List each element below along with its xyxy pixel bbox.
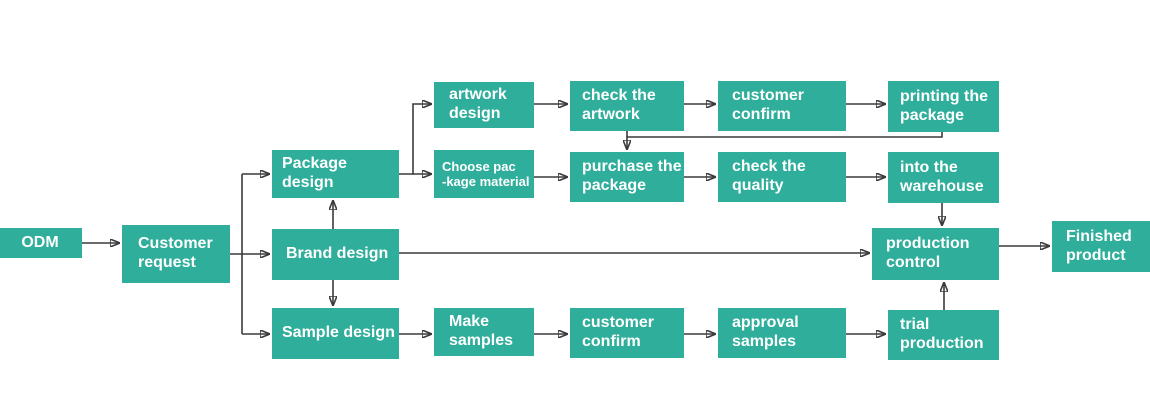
node-customer-confirm-sample: customer confirm [570,308,684,358]
node-choose-package-material: Choose pac -kage material [434,150,534,198]
node-check-the-artwork: check the artwork [570,81,684,131]
node-check-the-quality: check the quality [718,152,846,202]
node-artwork-design: artwork design [434,82,534,128]
node-make-samples: Make samples [434,308,534,356]
node-purchase-the-package: purchase the package [570,152,684,202]
node-production-control: production control [872,228,999,280]
node-brand-design: Brand design [272,229,399,280]
edge-customer-request-branch-trunk [230,174,243,334]
node-printing-the-package: printing the package [888,81,999,132]
node-finished-product: Finished product [1052,221,1150,272]
node-into-the-warehouse: into the warehouse [888,152,999,203]
node-trial-production: trial production [888,310,999,360]
node-sample-design: Sample design [272,308,399,359]
node-customer-confirm-artwork: customer confirm [718,81,846,131]
node-approval-samples: approval samples [718,308,846,358]
node-customer-request: Customer request [122,225,230,283]
edge-package-design-to-artwork-design [399,104,431,175]
edge-printing-package-return-line [627,132,943,138]
node-odm: ODM [0,228,82,258]
node-package-design: Package design [272,150,399,198]
